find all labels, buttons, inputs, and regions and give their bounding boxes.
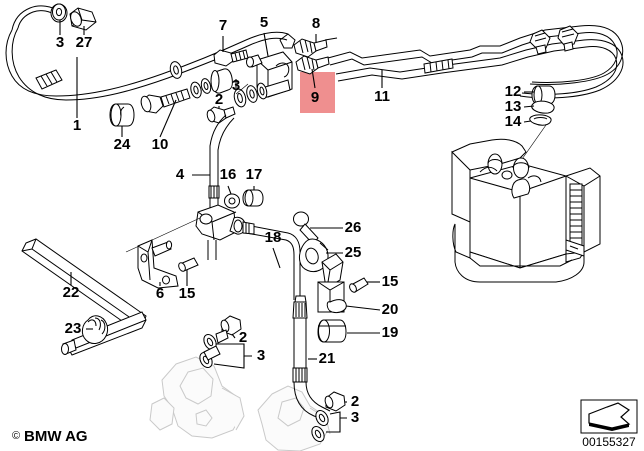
part-27-banjo-bolt xyxy=(69,7,97,35)
part-3c-sealing-rings xyxy=(199,333,252,369)
callout-label-7: 7 xyxy=(219,17,227,34)
callout-label-14: 14 xyxy=(505,113,522,130)
callout-label-16: 16 xyxy=(220,166,237,183)
part-11-brake-pipe-long xyxy=(327,25,624,99)
part-23-clip-and-rod xyxy=(61,311,147,356)
leader-10 xyxy=(159,99,177,138)
callout-label-24: 24 xyxy=(114,136,131,153)
callout-label-15a: 15 xyxy=(179,285,196,302)
copyright-symbol: © xyxy=(12,430,20,442)
part-10-banjo-bolt xyxy=(140,88,191,138)
callout-label-25: 25 xyxy=(345,244,362,261)
part-8-pipe-union xyxy=(293,34,338,58)
callout-label-8: 8 xyxy=(312,15,320,32)
part-13-o-ring xyxy=(523,100,555,114)
copyright-label: BMW AG xyxy=(24,428,88,445)
callout-label-2c: 2 xyxy=(351,393,359,410)
callout-label-5: 5 xyxy=(260,14,268,31)
abs-connector-pins xyxy=(569,183,583,247)
part-3d-sealing-rings xyxy=(311,409,347,443)
callout-label-19: 19 xyxy=(382,324,399,341)
callout-label-22: 22 xyxy=(63,284,80,301)
direction-arrow-shadow xyxy=(589,423,629,431)
leader-2b xyxy=(231,333,236,339)
callout-label-13: 13 xyxy=(505,98,522,115)
part-9-highlight xyxy=(300,72,335,113)
diagram-id: 00155327 xyxy=(582,435,636,449)
callout-label-9: 9 xyxy=(311,89,319,106)
callout-label-10: 10 xyxy=(152,136,169,153)
part-2c-bolt xyxy=(324,391,347,412)
leader-20 xyxy=(345,305,381,311)
callout-label-3d: 3 xyxy=(351,409,359,426)
pipe-ferrule-mid xyxy=(423,58,454,74)
direction-arrow-block: 00155327 xyxy=(580,399,638,449)
leader-13 xyxy=(523,105,535,108)
part-12-bushing xyxy=(524,85,556,105)
central-distribution-block xyxy=(125,204,246,260)
callout-label-18: 18 xyxy=(265,229,282,246)
bracket-ghost-bottom-left xyxy=(149,397,175,431)
leader-14-to-abs xyxy=(519,124,547,163)
direction-arrow-icon xyxy=(588,402,631,429)
part-17-nut xyxy=(242,186,264,207)
callout-label-15b: 15 xyxy=(382,273,399,290)
abs-hydraulic-unit xyxy=(451,138,601,283)
leader-5 xyxy=(263,32,269,57)
sealing-rings-group-upper xyxy=(169,61,233,99)
callout-label-2b: 2 xyxy=(239,329,247,346)
leader-18 xyxy=(272,247,281,269)
part-15b-pin xyxy=(349,277,380,293)
part-3b-sealing-rings xyxy=(233,79,268,108)
callout-label-26: 26 xyxy=(345,219,362,236)
part-4-brake-pipe-vertical xyxy=(192,114,235,210)
copyright-block: © BMW AG xyxy=(12,428,88,445)
callout-label-20: 20 xyxy=(382,301,399,318)
hose-banjo-eye-right xyxy=(279,33,296,49)
callout-label-6: 6 xyxy=(156,285,164,302)
brake-caliper-ghost-left xyxy=(161,356,245,439)
leader-14 xyxy=(523,120,532,123)
callout-label-17: 17 xyxy=(246,166,263,183)
callout-label-2a: 2 xyxy=(215,91,223,108)
callout-label-3b: 3 xyxy=(232,77,240,94)
leader-16 xyxy=(227,185,232,195)
part-2b-bolt xyxy=(215,315,242,344)
part-14-seal-ring xyxy=(519,114,552,163)
part-19-grommet xyxy=(317,319,380,343)
leader-9 xyxy=(311,68,316,89)
callout-label-4: 4 xyxy=(176,166,185,183)
callout-label-3a: 3 xyxy=(56,34,64,51)
callout-label-11: 11 xyxy=(374,88,390,105)
callout-label-12: 12 xyxy=(505,83,522,100)
part-6-mounting-bracket xyxy=(137,239,179,289)
callout-label-3c: 3 xyxy=(257,347,265,364)
brake-caliper-ghost-right xyxy=(257,385,331,451)
callout-label-27: 27 xyxy=(76,34,93,51)
part-3a-sealing-ring xyxy=(52,3,66,35)
pipe-connectors-top-right xyxy=(529,25,579,55)
part-25-clamp-body xyxy=(299,238,343,273)
hose-21-top-fitting xyxy=(292,295,308,319)
part-5-junction-block xyxy=(246,32,293,99)
hose-ferrule-left xyxy=(35,69,63,90)
callout-label-21: 21 xyxy=(319,350,336,367)
part-24-protective-cap xyxy=(109,103,135,137)
part-15a-pin xyxy=(178,257,199,286)
part-21-flex-hose xyxy=(292,295,331,421)
callout-label-23: 23 xyxy=(65,320,82,337)
part-16-washer xyxy=(224,185,240,209)
callout-label-1: 1 xyxy=(73,117,81,134)
part-9-pipe-union xyxy=(295,55,330,89)
hose-21-mid-ferrule xyxy=(292,367,308,383)
part-20-bracket-clamp xyxy=(317,253,381,313)
